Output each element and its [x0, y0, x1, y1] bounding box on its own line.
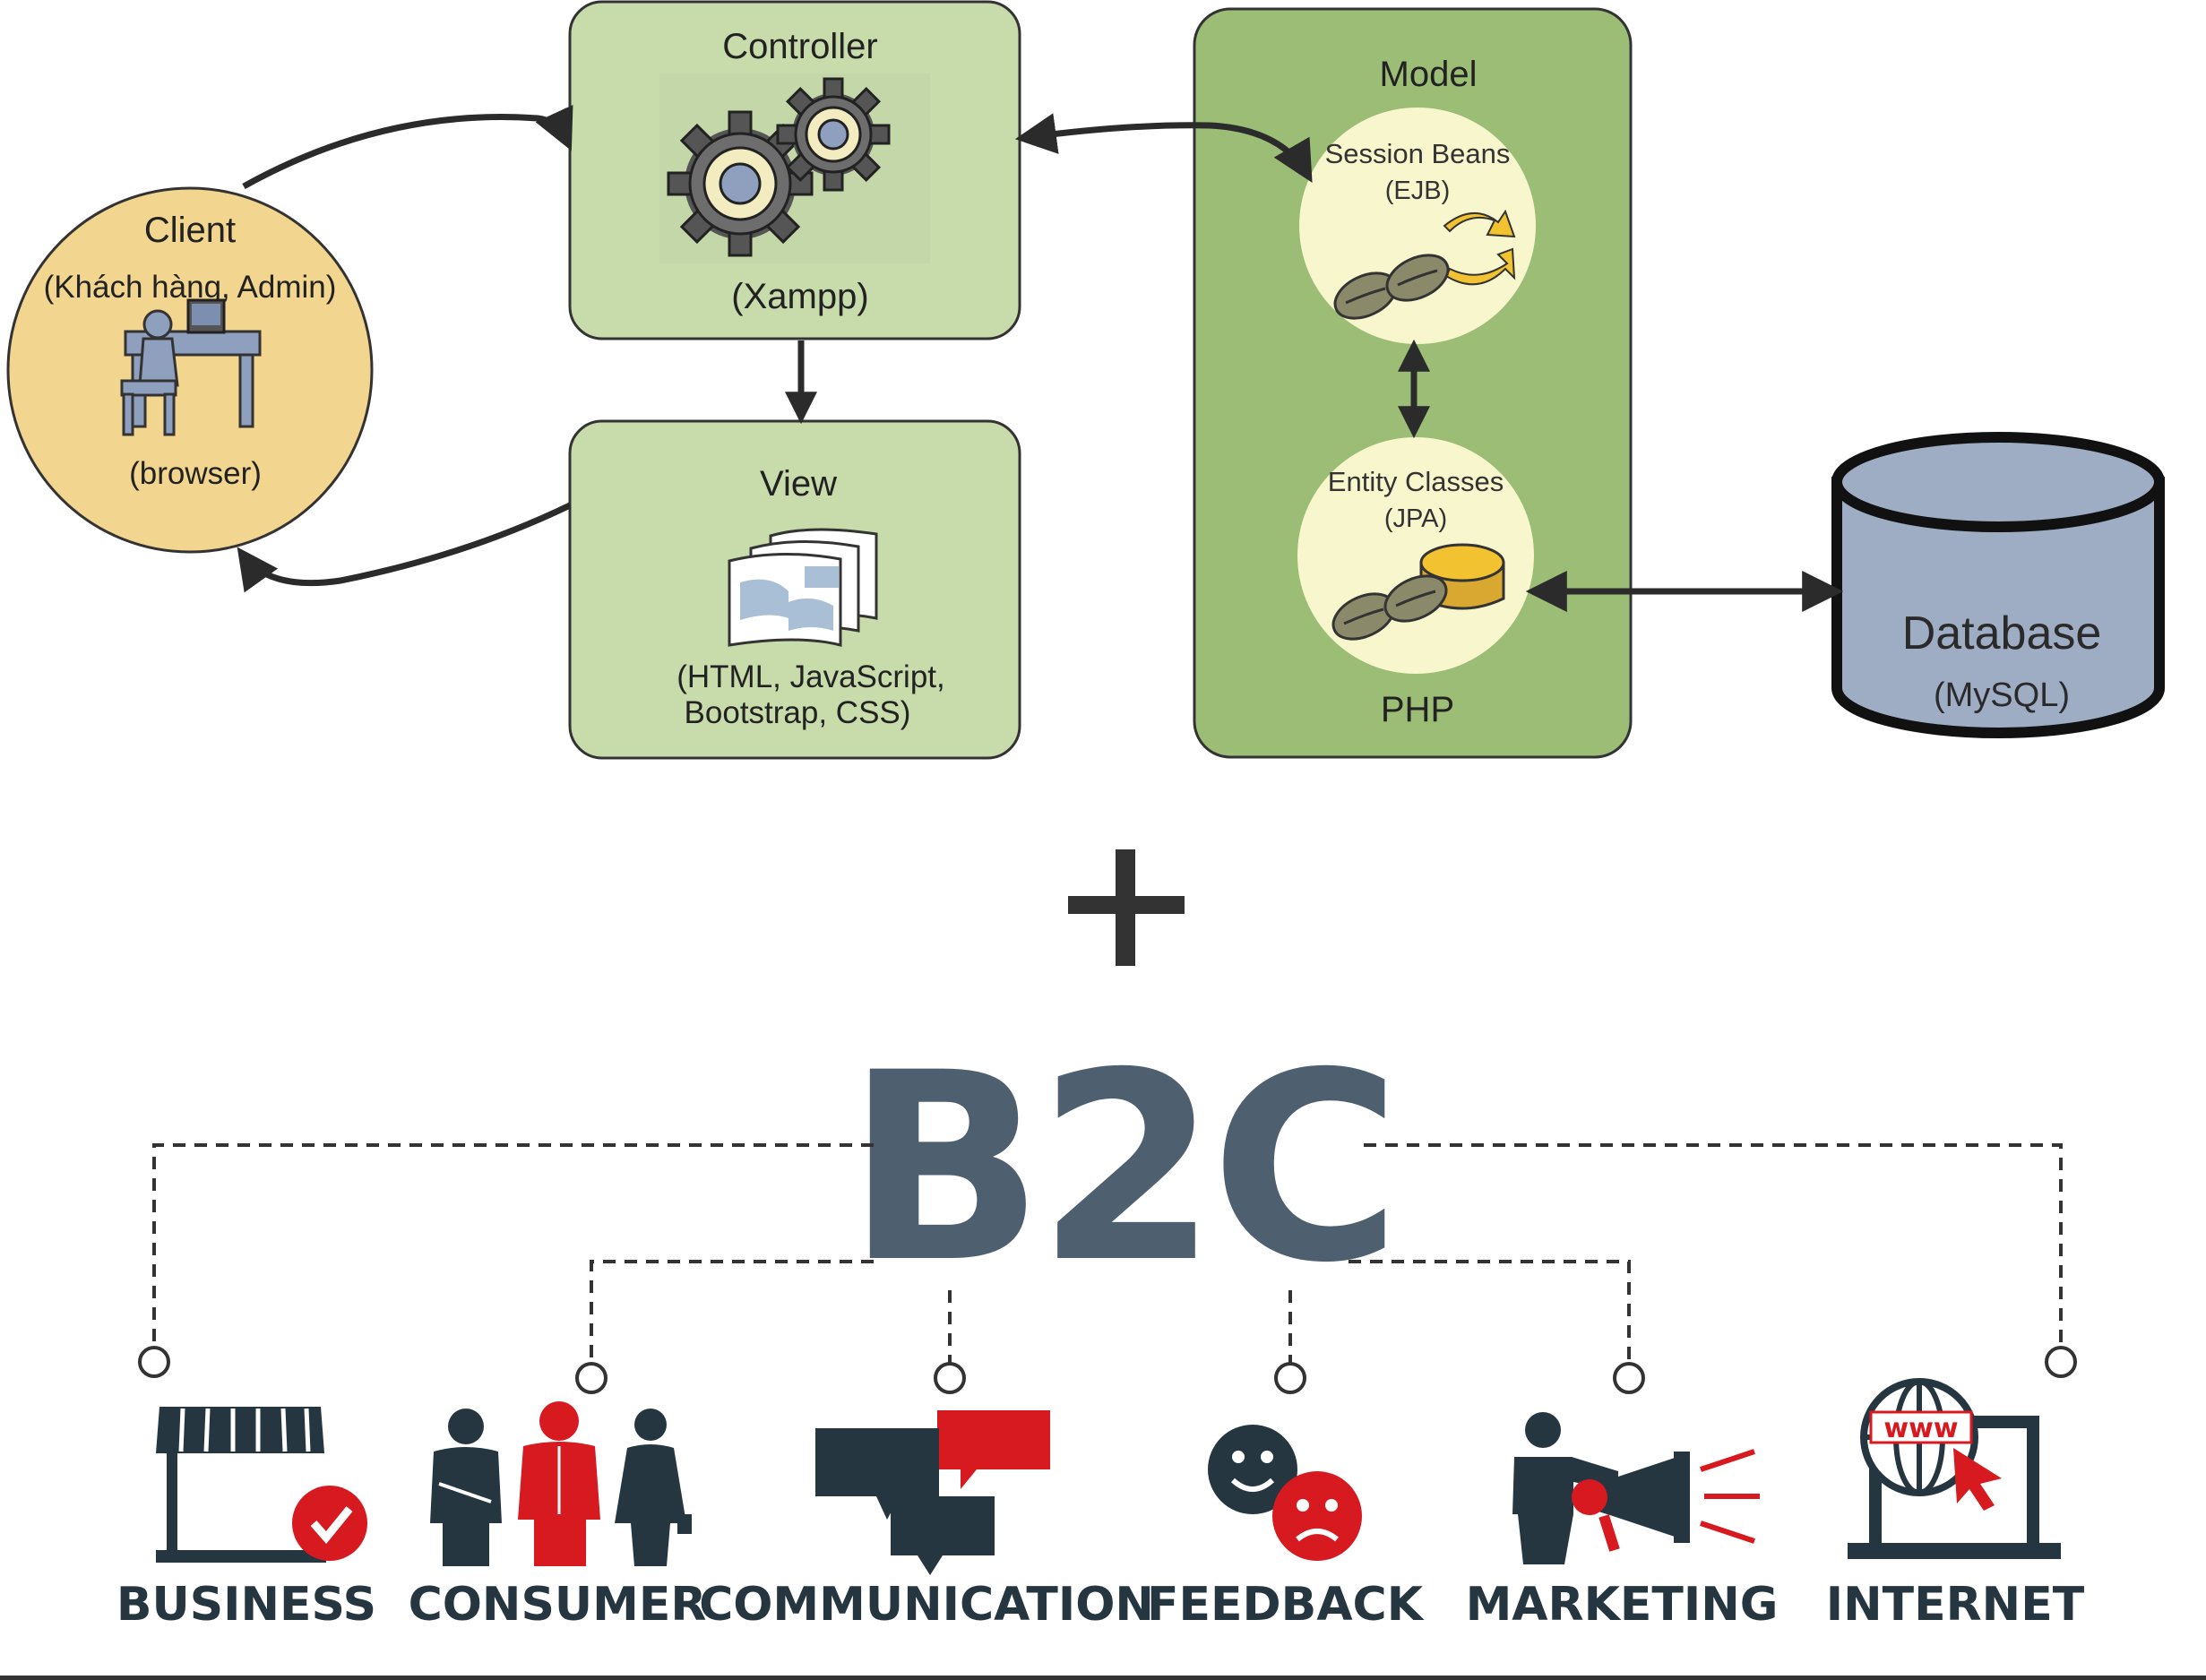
consumer-item: CONSUMER: [409, 1401, 707, 1632]
connectors: [237, 104, 1844, 612]
model-caption: PHP: [1381, 690, 1454, 729]
svg-text:www: www: [1883, 1413, 1958, 1444]
view-node: View (HTML, JavaScript, Bootstrap, CSS): [568, 419, 1021, 760]
client-caption: (browser): [129, 456, 262, 491]
people-icon: [430, 1401, 692, 1566]
storefront-icon: [156, 1407, 367, 1563]
gears-icon: [659, 73, 930, 263]
database-title: Database: [1902, 607, 2102, 659]
entity-classes-sublabel: (JPA): [1384, 504, 1447, 533]
database-node: Database (MySQL): [1831, 432, 2165, 738]
computer-desk-icon: [120, 298, 262, 436]
marketing-item: MARKETING: [1466, 1412, 1779, 1632]
entity-classes-label: Entity Classes: [1328, 466, 1504, 497]
communication-item: COMMUNICATION: [699, 1410, 1154, 1632]
beans-database-icon: [1331, 543, 1505, 641]
business-item: BUSINESS: [116, 1407, 376, 1632]
documents-icon: [728, 528, 878, 647]
model-title: Model: [1380, 55, 1478, 94]
megaphone-icon: [1512, 1412, 1760, 1564]
b2c-title: B2C: [846, 1018, 1394, 1320]
bottom-border: [0, 1676, 2206, 1680]
b2c-infographic: B2C: [116, 1018, 2085, 1632]
session-beans-node: Session Beans (EJB): [1299, 108, 1536, 344]
internet-item: www INTERNET: [1826, 1378, 2085, 1632]
view-title: View: [760, 464, 837, 504]
consumer-label: CONSUMER: [409, 1578, 707, 1632]
www-laptop-icon: www: [1848, 1378, 2061, 1559]
view-caption-line2: Bootstrap, CSS): [685, 695, 911, 730]
business-label: BUSINESS: [116, 1578, 376, 1632]
smiley-faces-icon: [1208, 1425, 1362, 1561]
controller-title: Controller: [722, 27, 877, 66]
dashed-connectors: [152, 1143, 2063, 1364]
plus-sign: [1068, 849, 1185, 966]
controller-session-beans-arrow: [1014, 113, 1313, 183]
beans-icon: [1333, 209, 1516, 320]
client-to-controller-arrow: [242, 104, 573, 190]
session-beans-sublabel: (EJB): [1385, 177, 1451, 205]
communication-label: COMMUNICATION: [699, 1578, 1154, 1632]
chat-bubbles-icon: [815, 1410, 1050, 1575]
feedback-item: FEEDBACK: [1147, 1425, 1425, 1632]
controller-caption: (Xampp): [731, 277, 868, 316]
connector-nodes: [138, 1346, 2077, 1394]
feedback-label: FEEDBACK: [1147, 1578, 1425, 1632]
client-node: Client (Khách hàng, Admin) (browser): [6, 186, 374, 554]
session-beans-label: Session Beans: [1325, 138, 1511, 169]
internet-label: INTERNET: [1826, 1578, 2085, 1632]
database-caption: (MySQL): [1934, 676, 2070, 714]
controller-node: Controller: [568, 0, 1021, 340]
view-to-client-arrow: [237, 502, 572, 593]
entity-classes-node: Entity Classes (JPA): [1297, 437, 1534, 674]
view-caption-line1: (HTML, JavaScript,: [676, 659, 945, 694]
marketing-label: MARKETING: [1466, 1578, 1779, 1632]
client-title: Client: [144, 211, 236, 250]
